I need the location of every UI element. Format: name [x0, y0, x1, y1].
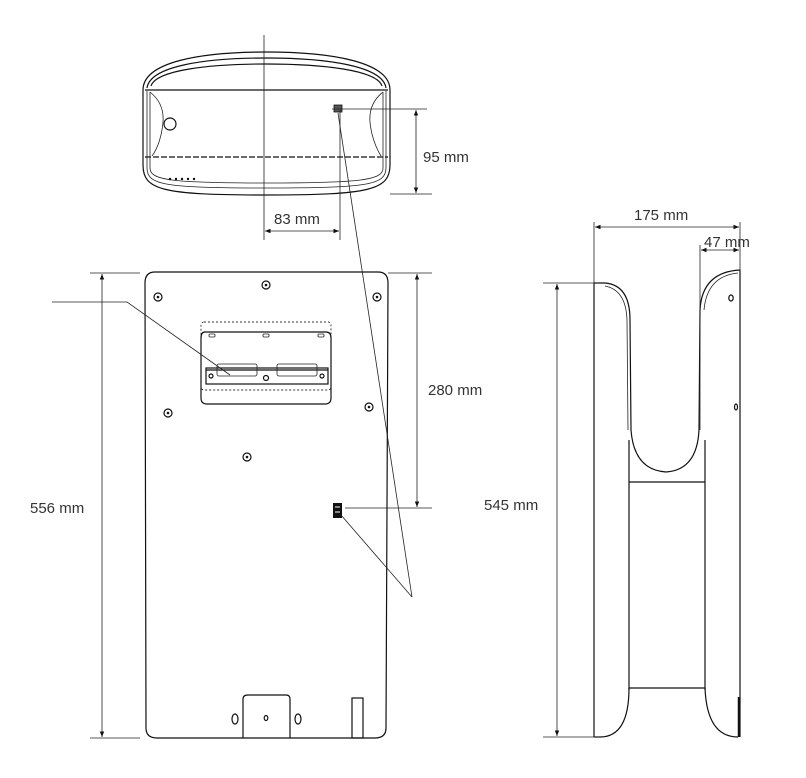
top-button-icon	[163, 117, 177, 131]
indicator-dots	[168, 177, 196, 181]
mounting-bracket	[200, 321, 332, 405]
front-view: 556 mm 280 mm	[30, 112, 482, 739]
top-view: 95 mm 83 mm	[142, 35, 469, 240]
dim-175: 175 mm	[634, 207, 688, 224]
front-sensor-marker	[333, 503, 342, 518]
screw-icons	[153, 280, 382, 462]
dim-83: 83 mm	[274, 211, 320, 228]
top-sensor-marker	[333, 104, 343, 113]
dim-95: 95 mm	[423, 149, 469, 166]
dim-280: 280 mm	[428, 382, 482, 399]
dim-556: 556 mm	[30, 500, 84, 517]
dim-47: 47 mm	[704, 234, 750, 251]
dim-545: 545 mm	[484, 497, 538, 514]
side-view: 175 mm 47 mm 545 mm	[484, 207, 750, 738]
